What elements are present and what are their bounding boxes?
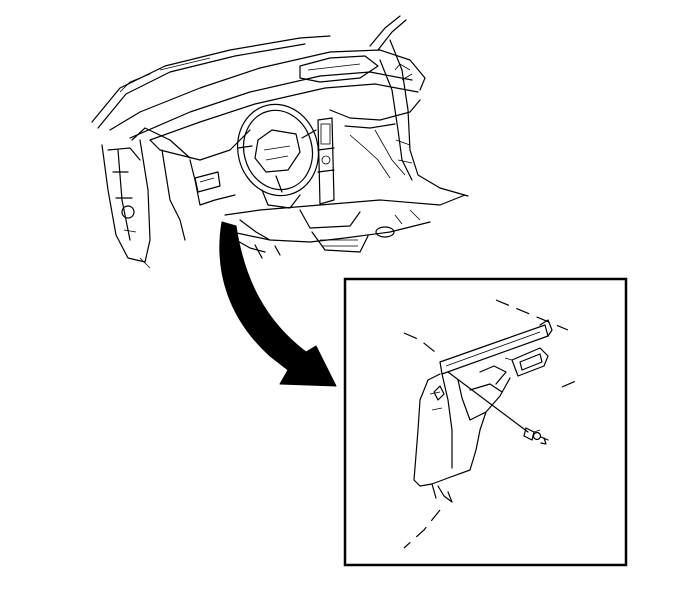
detail-inset xyxy=(343,277,628,567)
instrument-panel-overview xyxy=(91,15,469,269)
curved-arrow-icon xyxy=(219,221,337,387)
fastener-icon xyxy=(532,431,549,445)
detail-frame xyxy=(343,277,628,567)
